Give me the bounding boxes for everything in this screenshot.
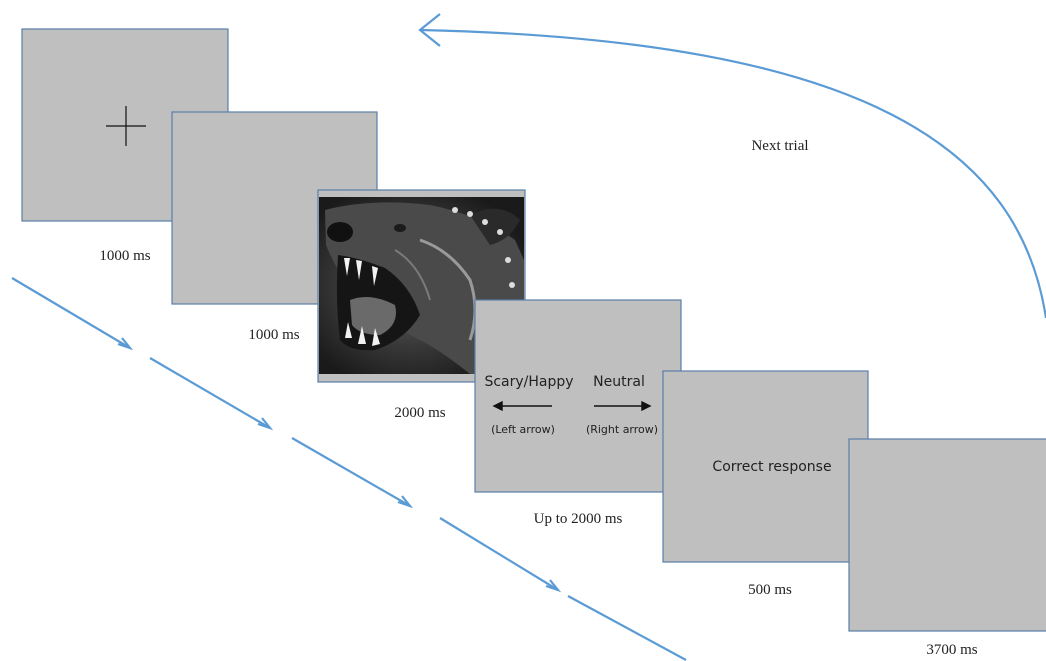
next-trial-label: Next trial: [751, 138, 808, 154]
left-key-label: (Left arrow): [491, 423, 555, 436]
left-option-label: Scary/Happy: [484, 374, 573, 390]
left-arrow-icon: [492, 400, 552, 412]
feedback-screen: Correct response: [662, 370, 869, 563]
response-duration: Up to 2000 ms: [534, 511, 623, 527]
feedback-duration: 500 ms: [748, 582, 792, 598]
stimulus-duration: 2000 ms: [394, 405, 445, 421]
timeline-arrow: [11, 277, 687, 661]
right-option-label: Neutral: [593, 374, 645, 390]
blank-duration: 1000 ms: [248, 327, 299, 343]
right-key-label: (Right arrow): [586, 423, 658, 436]
fixation-cross-icon: [106, 106, 146, 146]
feedback-message: Correct response: [712, 459, 831, 475]
iti-screen: [848, 438, 1046, 632]
fixation-duration: 1000 ms: [99, 248, 150, 264]
response-screen: Scary/Happy Neutral (Left arrow) (Right …: [474, 299, 682, 493]
iti-duration: 3700 ms: [926, 642, 977, 658]
right-arrow-icon: [594, 400, 652, 412]
next-trial-arrow: [418, 13, 1046, 319]
